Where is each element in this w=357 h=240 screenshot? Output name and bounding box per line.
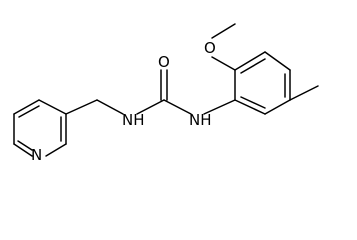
atom-label-nh: NH <box>189 111 212 129</box>
linker-chain <box>65 69 236 115</box>
methyl-bond <box>211 23 236 39</box>
pyridine-ring <box>13 99 67 157</box>
bond <box>264 51 291 71</box>
bond <box>240 96 266 109</box>
bond <box>45 143 67 157</box>
bond <box>163 99 192 115</box>
bond <box>136 99 165 115</box>
atom-label-nh: NH <box>122 111 145 129</box>
bond <box>13 143 33 157</box>
bond <box>234 51 266 71</box>
bond <box>240 58 266 74</box>
bond <box>17 140 33 151</box>
bond <box>203 99 236 115</box>
bond <box>65 99 98 115</box>
atom-label-o: O <box>204 39 216 57</box>
bond <box>38 99 67 115</box>
benzene-ring <box>234 51 291 115</box>
bond <box>96 99 124 115</box>
bond <box>13 99 40 115</box>
substituents <box>211 23 319 101</box>
methoxy-bond <box>211 56 236 71</box>
bond <box>264 99 291 115</box>
structure-drawing: N NH NH O O <box>13 23 319 164</box>
bond <box>18 105 40 118</box>
methyl-bond <box>289 85 319 101</box>
bond <box>234 99 266 115</box>
atom-label-o: O <box>158 53 170 71</box>
atom-label-n: N <box>31 146 42 164</box>
